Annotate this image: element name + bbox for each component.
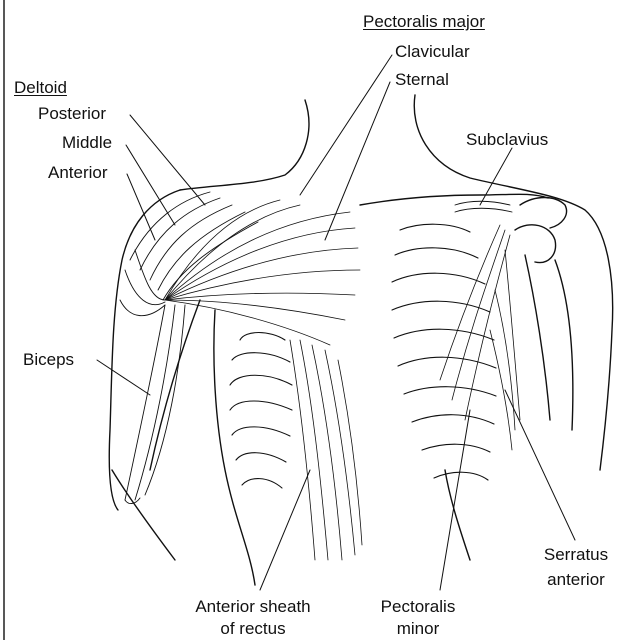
pectoralis-minor-muscle bbox=[440, 225, 510, 420]
rectus-sheath bbox=[290, 340, 362, 560]
pectoralis-major-muscle bbox=[165, 200, 360, 345]
biceps-muscle bbox=[125, 305, 185, 504]
label-pectoralis-major: Pectoralis major bbox=[363, 12, 485, 32]
label-deltoid-anterior: Anterior bbox=[48, 163, 108, 183]
right-acromion bbox=[520, 198, 567, 229]
right-upper-arm-outer bbox=[555, 260, 573, 430]
label-subclavius: Subclavius bbox=[466, 130, 548, 150]
label-clavicular: Clavicular bbox=[395, 42, 470, 62]
label-deltoid: Deltoid bbox=[14, 78, 67, 98]
neck-left-outline bbox=[180, 100, 309, 190]
humeral-head bbox=[515, 225, 556, 263]
right-clavicle bbox=[360, 194, 548, 205]
right-upper-arm-inner bbox=[525, 255, 550, 420]
left-torso-outline bbox=[214, 310, 255, 585]
label-anterior-sheath-1: Anterior sheath bbox=[178, 597, 328, 617]
label-serratus-anterior-2: anterior bbox=[536, 570, 616, 590]
serratus-anterior-muscle bbox=[490, 250, 520, 450]
label-deltoid-middle: Middle bbox=[62, 133, 112, 153]
left-arm-outer-outline bbox=[109, 190, 180, 510]
label-sternal: Sternal bbox=[395, 70, 449, 90]
left-rib-cage bbox=[230, 333, 292, 489]
label-deltoid-posterior: Posterior bbox=[38, 104, 106, 124]
label-anterior-sheath-2: of rectus bbox=[178, 619, 328, 639]
right-shoulder-outline bbox=[414, 95, 612, 470]
left-arm-lower-outline bbox=[112, 470, 175, 560]
label-pectoralis-minor-1: Pectoralis bbox=[368, 597, 468, 617]
subclavius-muscle bbox=[455, 201, 512, 212]
label-pectoralis-minor-2: minor bbox=[368, 619, 468, 639]
label-serratus-anterior-1: Serratus bbox=[536, 545, 616, 565]
label-biceps: Biceps bbox=[23, 350, 74, 370]
